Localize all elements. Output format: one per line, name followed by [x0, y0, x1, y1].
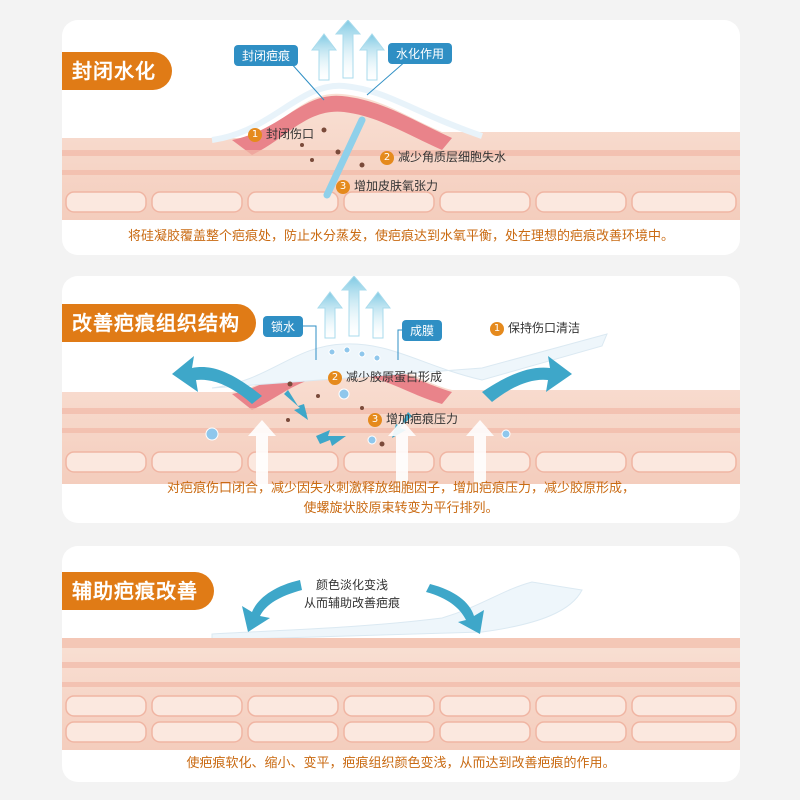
note-reduce-water-loss: 2 减少角质层细胞失水	[380, 148, 506, 165]
caption-assist-improvement: 使疤痕软化、缩小、变平，疤痕组织颜色变浅，从而达到改善疤痕的作用。	[62, 754, 740, 774]
note-text: 减少角质层细胞失水	[398, 150, 506, 164]
label-hydration: 水化作用	[388, 43, 452, 64]
note-seal-wound: 1 封闭伤口	[248, 125, 314, 142]
note-increase-pressure: 3 增加疤痕压力	[368, 410, 458, 427]
number-badge: 1	[490, 322, 504, 336]
number-badge: 3	[368, 413, 382, 427]
note-line-1: 颜色淡化变浅	[304, 576, 400, 594]
caption-occlusive-hydration: 将硅凝胶覆盖整个疤痕处，防止水分蒸发，使疤痕达到水氧平衡，处在理想的疤痕改善环境…	[62, 227, 740, 247]
number-badge: 3	[336, 180, 350, 194]
note-line-2: 从而辅助改善疤痕	[304, 594, 400, 612]
panel-occlusive-hydration: 封闭水化 封闭疤痕 水化作用 1 封闭伤口 2 减少角质层细胞失水 3 增加皮肤氧张力…	[62, 20, 740, 255]
note-text: 封闭伤口	[266, 127, 314, 141]
note-reduce-collagen: 2 减少胶原蛋白形成	[328, 368, 442, 385]
note-text: 增加疤痕压力	[386, 412, 458, 426]
caption-line-1: 对疤痕伤口闭合，减少因失水刺激释放细胞因子，增加疤痕压力，减少胶原形成，	[62, 479, 740, 499]
section-tag-scar-structure: 改善疤痕组织结构	[62, 304, 256, 342]
note-text: 保持伤口清洁	[508, 321, 580, 335]
panel-scar-structure: 改善疤痕组织结构 锁水 成膜 1 保持伤口清洁 2 减少胶原蛋白形成 3 增加疤痕压力…	[62, 276, 740, 523]
panel-assist-improvement: 辅助疤痕改善 颜色淡化变浅 从而辅助改善疤痕 使疤痕软化、缩小、变平，疤痕组织颜…	[62, 546, 740, 782]
note-text: 减少胶原蛋白形成	[346, 370, 442, 384]
label-seal-scar: 封闭疤痕	[234, 45, 298, 66]
label-lock-water: 锁水	[263, 316, 303, 337]
number-badge: 1	[248, 128, 262, 142]
caption-scar-structure: 对疤痕伤口闭合，减少因失水刺激释放细胞因子，增加疤痕压力，减少胶原形成， 使螺旋…	[62, 479, 740, 519]
number-badge: 2	[380, 151, 394, 165]
number-badge: 2	[328, 371, 342, 385]
label-film-forming: 成膜	[402, 320, 442, 341]
note-keep-clean: 1 保持伤口清洁	[490, 319, 580, 336]
section-tag-occlusive-hydration: 封闭水化	[62, 52, 172, 90]
note-oxygen-tension: 3 增加皮肤氧张力	[336, 177, 438, 194]
note-text: 增加皮肤氧张力	[354, 179, 438, 193]
note-color-fade: 颜色淡化变浅 从而辅助改善疤痕	[304, 576, 400, 612]
section-tag-assist-improvement: 辅助疤痕改善	[62, 572, 214, 610]
caption-line-2: 使螺旋状胶原束转变为平行排列。	[62, 499, 740, 519]
